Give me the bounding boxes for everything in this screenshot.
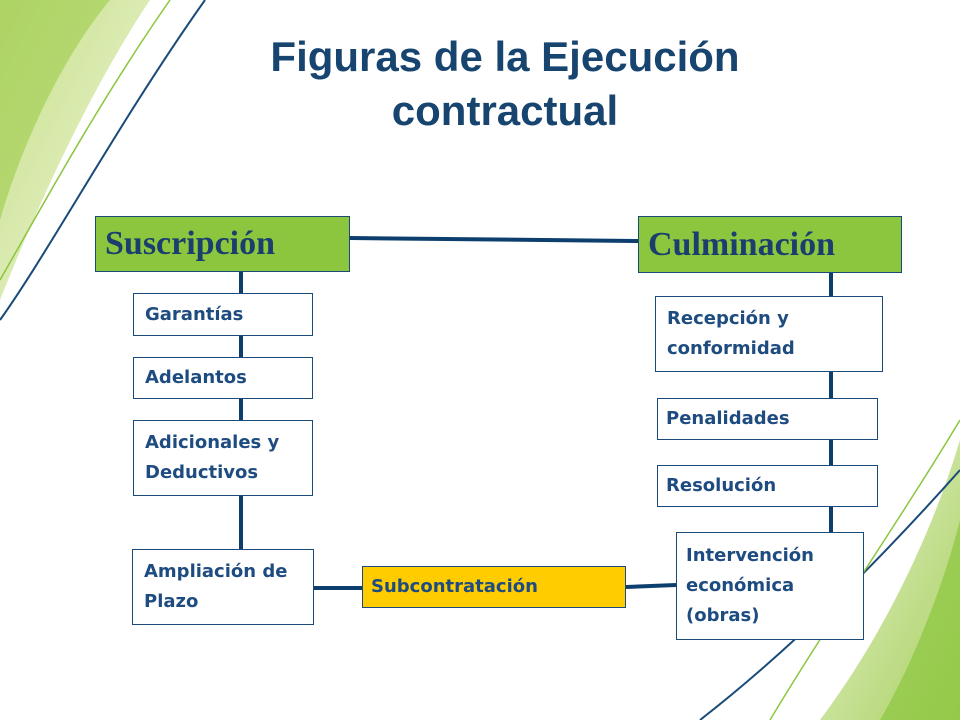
item-intervencion-line-2: económica bbox=[686, 575, 795, 596]
phase-culminacion-label: Culminación bbox=[648, 225, 836, 263]
item-garantias-label: Garantías bbox=[145, 303, 244, 325]
title-line-2: contractual bbox=[391, 87, 619, 134]
phase-culminacion: Culminación bbox=[638, 216, 902, 273]
top-left-swoosh-light bbox=[0, 0, 110, 220]
item-resolucion-label: Resolución bbox=[666, 475, 777, 496]
item-penalidades-label: Penalidades bbox=[666, 408, 790, 429]
item-adelantos-label: Adelantos bbox=[145, 367, 247, 388]
item-ampliacion-line-1: Ampliación de bbox=[144, 561, 288, 582]
item-resolucion: Resolución bbox=[657, 465, 878, 507]
item-adicionales-deductivos: Adicionales y Deductivos bbox=[133, 420, 313, 496]
connector-subcontract-right bbox=[625, 583, 677, 589]
item-adicionales-line-1: Adicionales y bbox=[145, 432, 280, 453]
item-garantias: Garantías bbox=[133, 293, 313, 336]
item-adicionales-line-2: Deductivos bbox=[145, 462, 259, 483]
item-recepcion-line-1: Recepción y bbox=[667, 308, 789, 329]
item-intervencion-line-3: (obras) bbox=[686, 605, 760, 626]
phase-suscripcion: Suscripción bbox=[95, 216, 350, 272]
item-adelantos: Adelantos bbox=[133, 357, 313, 399]
item-recepcion-line-2: conformidad bbox=[667, 338, 795, 359]
top-left-line-thin bbox=[0, 0, 171, 281]
bottom-right-swoosh-dark bbox=[880, 520, 960, 720]
item-intervencion-economica: Intervención económica (obras) bbox=[676, 532, 864, 640]
title-line-1: Figuras de la Ejecución bbox=[270, 33, 740, 80]
connector-phases bbox=[349, 236, 641, 243]
page-title: Figuras de la Ejecución contractual bbox=[160, 30, 850, 138]
top-left-line bbox=[0, 0, 206, 321]
item-subcontratacion-label: Subcontratación bbox=[371, 576, 538, 597]
item-ampliacion-plazo: Ampliación de Plazo bbox=[132, 549, 314, 625]
item-recepcion-conformidad: Recepción y conformidad bbox=[655, 296, 883, 372]
bottom-right-line-thin bbox=[769, 419, 960, 720]
item-penalidades: Penalidades bbox=[657, 398, 878, 440]
item-subcontratacion: Subcontratación bbox=[362, 566, 626, 608]
item-intervencion-line-1: Intervención bbox=[686, 545, 814, 566]
item-ampliacion-line-2: Plazo bbox=[144, 591, 199, 612]
phase-suscripcion-label: Suscripción bbox=[105, 225, 276, 262]
